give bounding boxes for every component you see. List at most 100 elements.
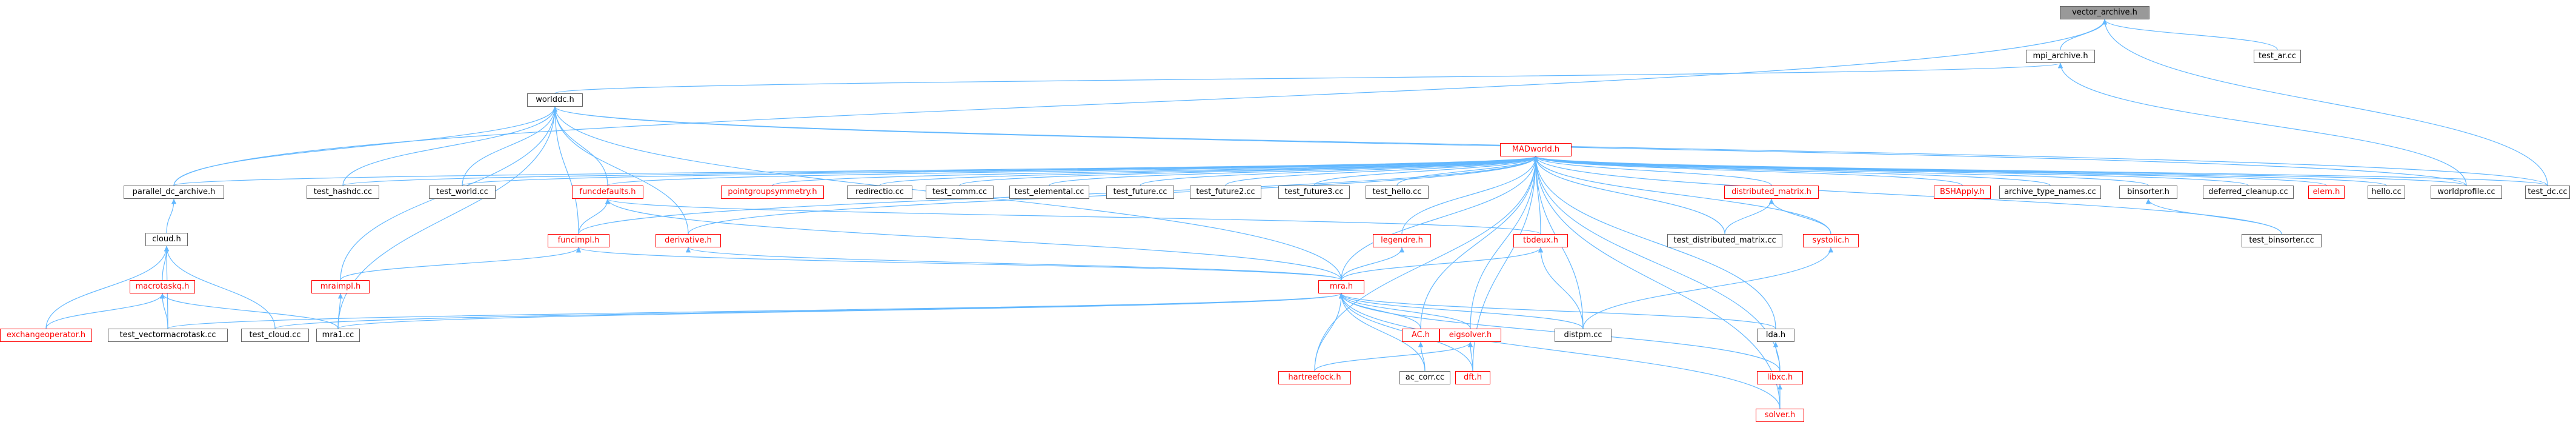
edge-systolic-to-madworld	[1533, 156, 1831, 235]
edge-archive-type-names-to-madworld	[1533, 156, 2051, 186]
node-libxc[interactable]: libxc.h	[1757, 371, 1803, 384]
edge-funcimpl-to-funcdefaults	[578, 198, 611, 235]
node-tbdeux[interactable]: tbdeux.h	[1513, 234, 1568, 247]
node-binsorter[interactable]: binsorter.h	[2119, 186, 2177, 199]
edge-binsorter-to-madworld	[1533, 156, 2149, 186]
node-test-future[interactable]: test_future.cc	[1106, 186, 1174, 199]
node-dft[interactable]: dft.h	[1455, 371, 1490, 384]
edge-hartreefock-to-eigsolver	[1314, 341, 1473, 372]
edge-test-dc-to-madworld	[1533, 156, 2548, 186]
node-test-comm[interactable]: test_comm.cc	[926, 186, 994, 199]
node-ac[interactable]: AC.h	[1402, 329, 1439, 342]
edge-test-future2-to-madworld	[1225, 156, 1539, 186]
edge-ac-corr-to-mra	[1338, 293, 1426, 372]
node-madworld[interactable]: MADworld.h	[1500, 143, 1572, 156]
edge-test-future3-to-madworld	[1313, 156, 1539, 186]
node-funcimpl[interactable]: funcimpl.h	[548, 234, 609, 247]
edge-test-hello-to-madworld	[1396, 156, 1539, 186]
node-distributed-matrix[interactable]: distributed_matrix.h	[1724, 186, 1819, 199]
node-test-future3[interactable]: test_future3.cc	[1278, 186, 1350, 199]
edge-worlddc-to-mpi-archive	[554, 62, 2063, 94]
edge-hartreefock-to-madworld	[1314, 156, 1539, 372]
node-hello[interactable]: hello.cc	[2368, 186, 2405, 199]
node-worlddc[interactable]: worlddc.h	[527, 93, 583, 107]
edge-mpi-archive-to-vector-archive	[2060, 19, 2108, 50]
edge-test-distributed-matrix-to-madworld	[1533, 156, 1725, 235]
node-test-binsorter[interactable]: test_binsorter.cc	[2242, 234, 2322, 247]
node-test-vectormacrotask[interactable]: test_vectormacrotask.cc	[108, 329, 228, 342]
node-mra1[interactable]: mra1.cc	[316, 329, 360, 342]
edge-hello-to-madworld	[1533, 156, 2387, 186]
edge-ac-to-mra	[1338, 293, 1421, 329]
node-mraimpl[interactable]: mraimpl.h	[311, 280, 370, 293]
edge-bshapply-to-madworld	[1533, 156, 1963, 186]
edge-parallel-dc-archive-to-worlddc	[173, 106, 558, 186]
edge-eigsolver-to-madworld	[1470, 156, 1539, 329]
node-pointgroupsymmetry[interactable]: pointgroupsymmetry.h	[721, 186, 824, 199]
edge-exchangeoperator-to-cloud	[45, 246, 170, 329]
node-test-world[interactable]: test_world.cc	[429, 186, 496, 199]
edge-test-ar-to-vector-archive	[2102, 19, 2278, 50]
edge-funcdefaults-to-madworld	[607, 156, 1538, 186]
node-vector-archive: vector_archive.h	[2060, 6, 2149, 19]
edge-derivative-to-worlddc	[552, 106, 689, 235]
node-mpi-archive[interactable]: mpi_archive.h	[2026, 50, 2095, 63]
node-test-distributed-matrix[interactable]: test_distributed_matrix.cc	[1667, 234, 1782, 247]
node-exchangeoperator[interactable]: exchangeoperator.h	[0, 329, 92, 342]
node-ac-corr[interactable]: ac_corr.cc	[1399, 371, 1450, 384]
edge-legendre-to-madworld	[1401, 156, 1539, 235]
edge-parallel-dc-archive-to-vector-archive	[173, 19, 2108, 186]
node-archive-type-names[interactable]: archive_type_names.cc	[1999, 186, 2101, 199]
edge-test-distributed-matrix-to-distributed-matrix	[1724, 198, 1774, 235]
edge-solver-to-madworld	[1533, 156, 1781, 409]
edge-test-vectormacrotask-to-macrotaskq	[159, 293, 168, 329]
node-derivative[interactable]: derivative.h	[656, 234, 721, 247]
node-parallel-dc-archive[interactable]: parallel_dc_archive.h	[124, 186, 224, 199]
node-test-hashdc[interactable]: test_hashdc.cc	[307, 186, 379, 199]
edge-systolic-to-distributed-matrix	[1768, 198, 1831, 235]
node-redirectio[interactable]: redirectio.cc	[847, 186, 912, 199]
node-deferred-cleanup[interactable]: deferred_cleanup.cc	[2203, 186, 2294, 199]
node-test-dc[interactable]: test_dc.cc	[2525, 186, 2570, 199]
edge-solver-to-mra	[1338, 293, 1781, 409]
node-cloud[interactable]: cloud.h	[145, 233, 188, 246]
node-solver[interactable]: solver.h	[1756, 409, 1804, 422]
edge-mra-to-funcimpl	[576, 247, 1342, 281]
edge-distpm-to-mra	[1338, 293, 1584, 329]
node-macrotaskq[interactable]: macrotaskq.h	[130, 280, 195, 293]
node-worldprofile[interactable]: worldprofile.cc	[2431, 186, 2502, 199]
node-test-hello[interactable]: test_hello.cc	[1366, 186, 1429, 199]
node-distpm[interactable]: distpm.cc	[1555, 329, 1612, 342]
node-bshapply[interactable]: BSHApply.h	[1934, 186, 1991, 199]
edge-test-cloud-to-cloud	[164, 246, 276, 329]
edge-mra1-to-mra	[337, 293, 1344, 329]
edge-distpm-to-tbdeux	[1538, 247, 1584, 329]
node-elem[interactable]: elem.h	[2308, 186, 2345, 199]
node-test-future2[interactable]: test_future2.cc	[1190, 186, 1261, 199]
node-lda[interactable]: lda.h	[1757, 329, 1794, 342]
edge-libxc-to-lda	[1773, 341, 1781, 372]
edge-test-binsorter-to-madworld	[1533, 156, 2282, 235]
edge-pointgroupsymmetry-to-madworld	[772, 156, 1538, 186]
edge-cloud-to-parallel-dc-archive	[166, 198, 177, 233]
node-eigsolver[interactable]: eigsolver.h	[1439, 329, 1501, 342]
edge-lda-to-mra	[1339, 293, 1776, 329]
node-mra[interactable]: mra.h	[1318, 280, 1364, 293]
edge-test-cloud-to-mra	[274, 293, 1344, 329]
node-test-cloud[interactable]: test_cloud.cc	[241, 329, 309, 342]
node-legendre[interactable]: legendre.h	[1373, 234, 1431, 247]
edge-distributed-matrix-to-madworld	[1533, 156, 1772, 186]
edge-deferred-cleanup-to-madworld	[1533, 156, 2249, 186]
edge-tbdeux-to-funcdefaults	[605, 198, 1541, 235]
node-systolic[interactable]: systolic.h	[1803, 234, 1859, 247]
edge-eigsolver-to-mra	[1338, 293, 1471, 329]
node-hartreefock[interactable]: hartreefock.h	[1278, 371, 1351, 384]
node-funcdefaults[interactable]: funcdefaults.h	[572, 186, 643, 199]
edge-distpm-to-systolic	[1582, 247, 1834, 329]
edge-mra-to-funcdefaults	[605, 198, 1342, 281]
node-test-ar[interactable]: test_ar.cc	[2254, 50, 2301, 63]
node-test-elemental[interactable]: test_elemental.cc	[1009, 186, 1089, 199]
edge-lda-to-madworld	[1533, 156, 1776, 329]
edge-dft-to-eigsolver	[1467, 341, 1473, 372]
